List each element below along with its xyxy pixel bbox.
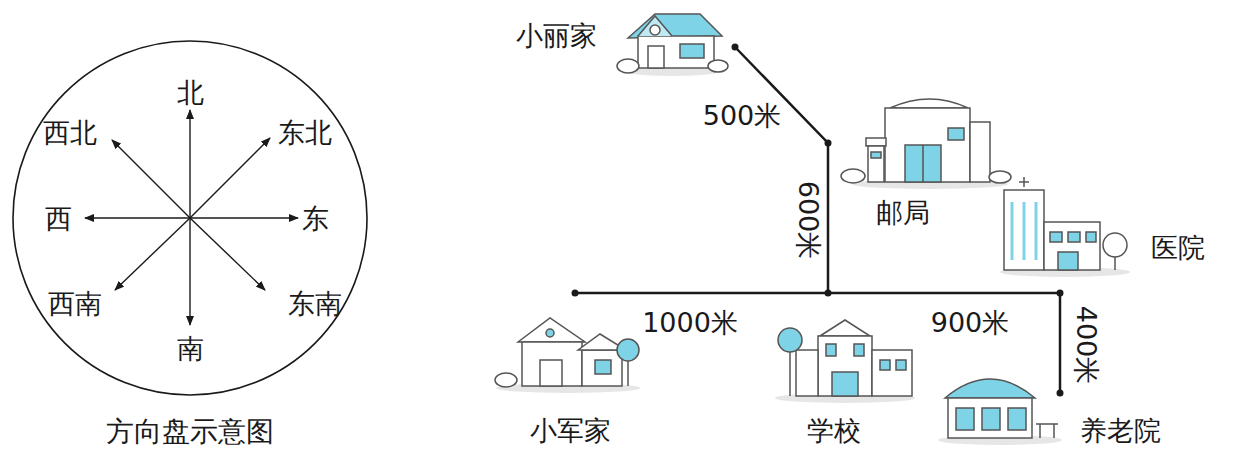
direction-label: 北 — [177, 79, 204, 106]
road — [575, 292, 1060, 295]
place-name: 小丽家 — [516, 22, 597, 49]
distance-label: 1000米 — [642, 309, 738, 336]
direction-label: 东南 — [288, 290, 342, 317]
place-name: 学校 — [807, 417, 861, 444]
direction-arrow — [190, 217, 298, 218]
road — [1059, 293, 1062, 393]
direction-label: 东北 — [278, 119, 332, 146]
house-icon — [617, 14, 728, 76]
place-name: 医院 — [1151, 234, 1205, 261]
direction-arrow — [112, 140, 190, 218]
direction-arrow — [189, 218, 190, 325]
direction-arrow — [189, 110, 190, 218]
direction-label: 西 — [45, 205, 72, 232]
place-name: 养老院 — [1080, 417, 1161, 444]
direction-arrow — [190, 138, 270, 218]
house-icon — [495, 318, 640, 393]
distance-label: 900米 — [931, 309, 1010, 336]
place-name: 小军家 — [530, 417, 611, 444]
direction-label: 西北 — [43, 119, 97, 146]
diagram-caption: 方向盘示意图 — [106, 418, 274, 446]
road-points — [572, 44, 1064, 397]
nursing-home-icon — [938, 379, 1062, 445]
distance-label: 500米 — [703, 102, 782, 129]
school-icon — [775, 320, 915, 403]
compass-circle: 北东北东东南南西南西西北方向盘示意图 — [12, 40, 368, 396]
direction-arrow — [190, 218, 265, 290]
post-office-icon — [841, 99, 1011, 189]
direction-label: 东 — [302, 205, 329, 232]
distance-label: 600米 — [795, 181, 822, 260]
direction-label: 西南 — [48, 290, 102, 317]
direction-arrow — [85, 217, 190, 218]
distance-label: 400米 — [1073, 306, 1100, 385]
hospital-icon — [1000, 177, 1130, 277]
road — [735, 47, 828, 293]
place-name: 邮局 — [876, 199, 930, 226]
compass-outline — [13, 41, 367, 395]
direction-label: 南 — [177, 335, 204, 362]
direction-arrow — [115, 218, 190, 290]
